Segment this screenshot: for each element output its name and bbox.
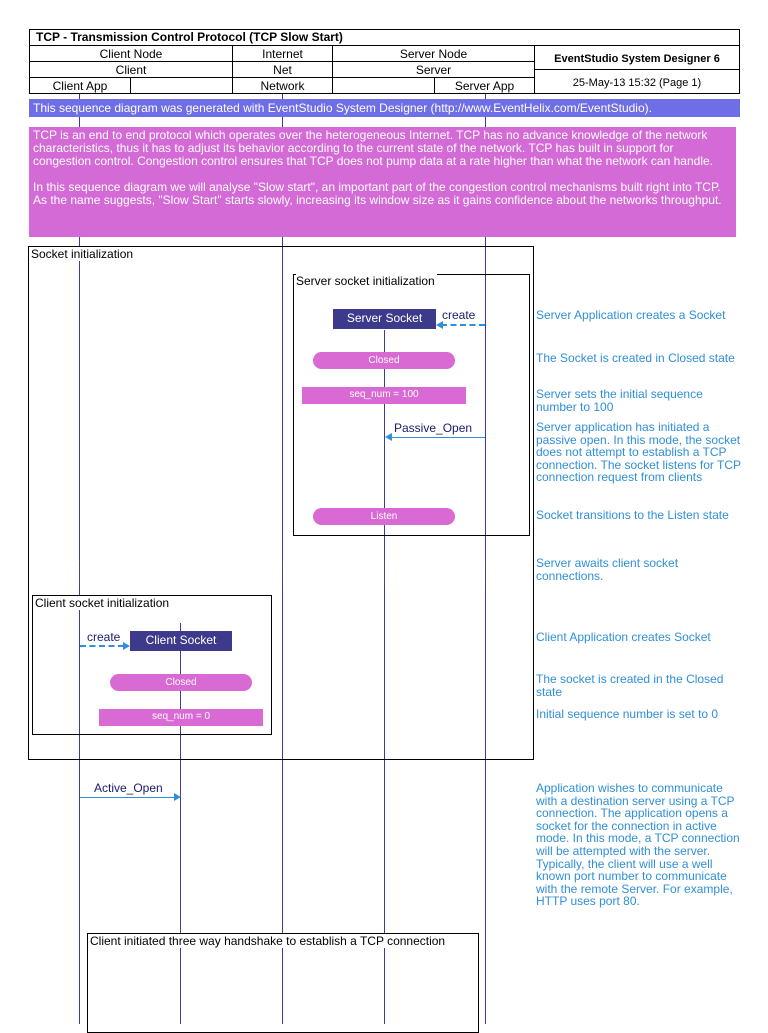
socket-initialization-box (28, 246, 534, 760)
note-server-seq: Server sets the initial sequence number … (536, 387, 703, 414)
client-create-arrow (80, 645, 124, 647)
lifeline-gap-server-app (485, 560, 486, 586)
note-passive-open: Server application has initiated a passi… (536, 420, 741, 485)
header-client: Client (115, 63, 147, 77)
server-create-arrowhead (436, 321, 443, 329)
handshake-title: Client initiated three way handshake to … (90, 934, 448, 948)
header-server-node: Server Node (399, 47, 468, 61)
generated-date: 25-May-13 15:32 (Page 1) (572, 77, 702, 89)
client-seq-action: seq_num = 0 (99, 709, 263, 726)
active-open-arrowhead (174, 793, 181, 801)
generated-banner: This sequence diagram was generated with… (29, 99, 740, 117)
passive-open-label: Passive_Open (394, 421, 473, 435)
note-client-creates-socket: Client Application creates Socket (536, 630, 711, 644)
server-create-label: create (442, 308, 476, 322)
client-socket-object: Client Socket (130, 631, 232, 651)
server-socket-object: Server Socket (333, 309, 436, 329)
note-server-creates-socket: Server Application creates a Socket (536, 308, 726, 322)
passive-open-arrowhead (385, 433, 392, 441)
lifeline-gap-network (282, 560, 283, 586)
client-create-label: create (87, 630, 121, 644)
header-net: Net (273, 63, 292, 77)
note-active-open-text-2: Typically, the client will use a well kn… (536, 856, 733, 909)
server-create-arrow (441, 324, 485, 326)
header-server: Server (415, 63, 452, 77)
generated-banner-text: This sequence diagram was generated with… (33, 101, 652, 115)
header-internet: Internet (262, 47, 303, 61)
note-listen-state: Socket transitions to the Listen state (536, 508, 729, 522)
diagram-title: TCP - Transmission Control Protocol (TCP… (36, 30, 343, 44)
client-socket-init-box (32, 595, 272, 735)
header-client-node: Client Node (99, 47, 163, 61)
note-active-open: Application wishes to communicate with a… (536, 782, 741, 908)
note-active-open-text-1: Application wishes to communicate with a… (536, 781, 740, 858)
header-client-app: Client App (52, 79, 108, 93)
lifeline-client-socket (180, 623, 181, 1024)
header-server-app: Server App (454, 79, 515, 93)
server-state-closed: Closed (313, 352, 455, 369)
active-open-label: Active_Open (94, 781, 163, 795)
server-socket-init-title: Server socket initialization (296, 274, 437, 288)
intro-banner: TCP is an end to end protocol which oper… (29, 127, 736, 237)
socket-initialization-title: Socket initialization (31, 247, 136, 261)
product-name: EventStudio System Designer 6 (554, 53, 720, 65)
passive-open-arrow (390, 437, 485, 438)
active-open-arrow (80, 797, 175, 798)
lifeline-server-app (485, 94, 486, 1024)
handshake-box (87, 933, 479, 1033)
header-network: Network (260, 79, 305, 93)
lifeline-gap-server-socket (384, 560, 385, 586)
intro-paragraph-2: In this sequence diagram we will analyse… (33, 180, 722, 207)
server-state-listen: Listen (313, 508, 455, 525)
client-socket-init-title: Client socket initialization (35, 596, 172, 610)
lifeline-network (282, 94, 283, 1024)
note-client-seq: Initial sequence number is set to 0 (536, 707, 719, 721)
note-client-closed-state: The socket is created in the Closed stat… (536, 672, 724, 699)
lifeline-server-socket (384, 330, 385, 1024)
lifeline-client-app (79, 94, 80, 1024)
intro-paragraph-1: TCP is an end to end protocol which oper… (33, 128, 713, 168)
note-server-awaits: Server awaits client socket connections. (536, 556, 679, 583)
server-seq-action: seq_num = 100 (302, 387, 466, 404)
lifeline-gap-client-app (79, 560, 80, 586)
client-state-closed: Closed (110, 674, 252, 691)
note-server-closed-state: The Socket is created in Closed state (536, 351, 735, 365)
client-create-arrowhead (123, 642, 130, 650)
